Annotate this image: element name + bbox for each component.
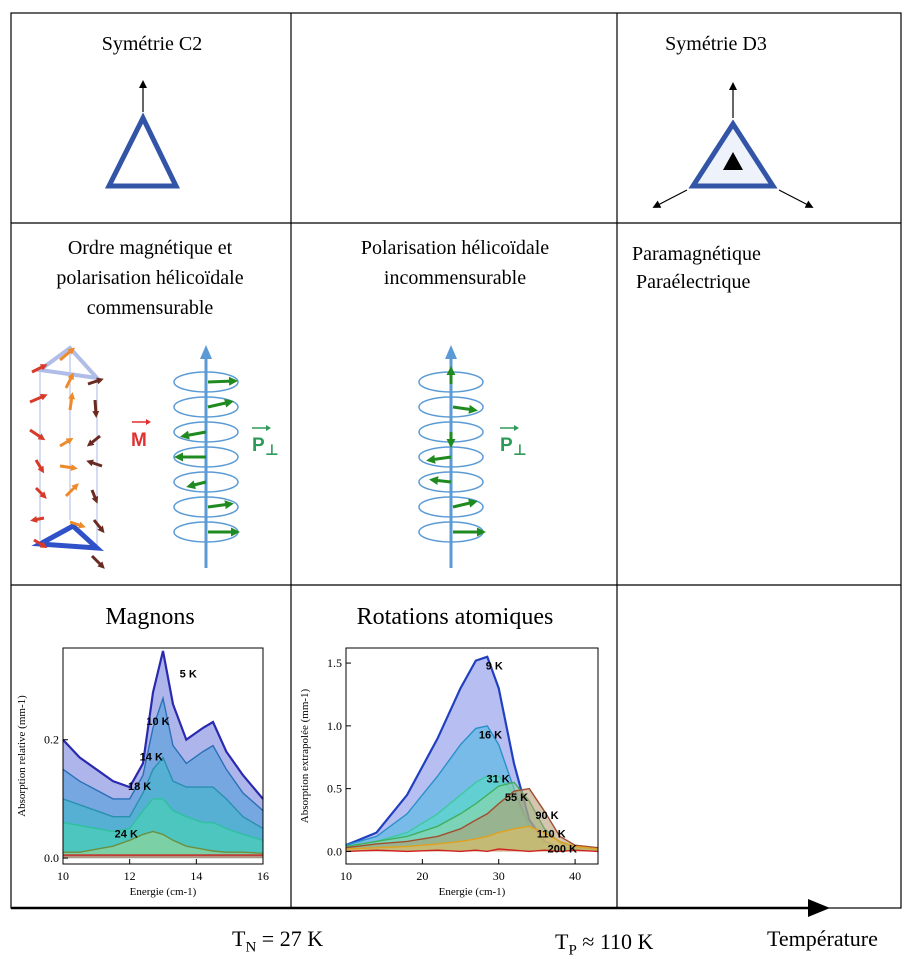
x-tick-label: 16 xyxy=(257,869,269,883)
y-axis-label: Absorption extrapolée (mm-1) xyxy=(299,688,311,823)
series-area-5 xyxy=(346,826,598,852)
series-line-5 xyxy=(345,825,599,850)
magnetization-label: M xyxy=(131,430,147,451)
x-tick-label: 20 xyxy=(416,869,428,883)
spin-structure-prism xyxy=(29,345,105,569)
tp-subscript: P xyxy=(568,942,577,959)
temperature-annotation: 14 K xyxy=(140,751,163,763)
y-tick-label: 1.5 xyxy=(327,656,342,670)
temperature-annotation: 200 K xyxy=(548,844,577,856)
temperature-annotation: 110 K xyxy=(537,829,566,841)
helical-polarisation-title-line2: incommensurable xyxy=(384,267,526,289)
x-axis-label: Energie (cm-1) xyxy=(130,886,197,898)
d3-symmetry-title: Symétrie D3 xyxy=(665,33,767,55)
tn-value: = 27 K xyxy=(256,926,324,951)
y-axis-label: Absorption relative (mm-1) xyxy=(16,695,28,817)
temperature-annotation: 90 K xyxy=(535,810,558,822)
series-line-4 xyxy=(63,830,264,854)
temperature-annotation: 55 K xyxy=(505,792,528,804)
c2-triangle-diagram xyxy=(104,80,180,189)
y-tick-label: 1.0 xyxy=(327,719,342,733)
atomic-rotations-title: Rotations atomiques xyxy=(357,604,554,630)
y-tick-label: 0.0 xyxy=(44,851,59,865)
temperature-annotation: 9 K xyxy=(486,660,503,672)
temperature-annotation: 31 K xyxy=(487,773,510,785)
x-tick-label: 30 xyxy=(493,869,505,883)
plot-frame xyxy=(62,647,264,865)
helix-commensurate xyxy=(173,345,240,568)
y-tick-label: 0.0 xyxy=(327,844,342,858)
x-tick-label: 12 xyxy=(124,869,136,883)
polarization-vector-arrowhead-2 xyxy=(514,425,519,431)
y-tick-label: 0.2 xyxy=(44,733,59,747)
magnons-title: Magnons xyxy=(105,604,194,630)
series-line-4 xyxy=(345,787,599,849)
polarization-subscript-2: ⊥ xyxy=(513,442,527,459)
series-line-0 xyxy=(62,650,264,800)
temperature-annotation: 16 K xyxy=(479,729,502,741)
polarization-vector-arrowhead-1 xyxy=(266,425,271,431)
y-tick-label: 0.5 xyxy=(327,782,342,796)
transition-temperature-label: TP ≈ 110 K xyxy=(555,929,653,959)
helical-polarisation-title-line1: Polarisation hélicoïdale xyxy=(361,237,549,259)
tn-subscript: N xyxy=(245,939,257,956)
d3-triangle-diagram xyxy=(652,82,814,208)
magnetic-order-title-line2: polarisation hélicoïdale xyxy=(56,267,243,289)
x-tick-label: 10 xyxy=(57,869,69,883)
magnetization-vector-arrowhead xyxy=(146,419,151,425)
c2-symmetry-title: Symétrie C2 xyxy=(102,33,203,55)
series-line-1 xyxy=(62,695,264,812)
series-line-3 xyxy=(62,798,264,841)
x-axis-label: Energie (cm-1) xyxy=(439,886,506,898)
helix-incommensurate xyxy=(418,345,486,568)
temperature-annotation: 18 K xyxy=(128,781,151,793)
magnetic-order-title-line3: commensurable xyxy=(87,297,214,319)
paramagnetic-title: Paramagnétique xyxy=(632,243,761,265)
magnetic-order-title-line1: Ordre magnétique et xyxy=(68,237,233,259)
series-area-3 xyxy=(63,798,263,859)
temperature-annotation: 10 K xyxy=(146,716,169,728)
polarization-label-1: P xyxy=(252,435,265,456)
series-line-2 xyxy=(62,756,264,830)
temperature-annotation: 5 K xyxy=(180,669,197,681)
plot-frame xyxy=(345,647,599,865)
tn-symbol: T xyxy=(232,926,246,951)
polarization-subscript-1: ⊥ xyxy=(265,442,279,459)
paraelectric-title: Paraélectrique xyxy=(636,271,750,293)
temperature-annotation: 24 K xyxy=(115,828,138,840)
temperature-axis-label: Température xyxy=(767,926,878,951)
neel-temperature-label: TN = 27 K xyxy=(232,926,323,956)
tp-value: ≈ 110 K xyxy=(576,929,654,954)
x-tick-label: 10 xyxy=(340,869,352,883)
series-area-5 xyxy=(63,855,263,859)
polarization-label-2: P xyxy=(500,435,513,456)
series-line-6 xyxy=(345,848,599,853)
x-tick-label: 14 xyxy=(190,869,202,883)
tp-symbol: T xyxy=(555,929,569,954)
x-tick-label: 40 xyxy=(569,869,581,883)
